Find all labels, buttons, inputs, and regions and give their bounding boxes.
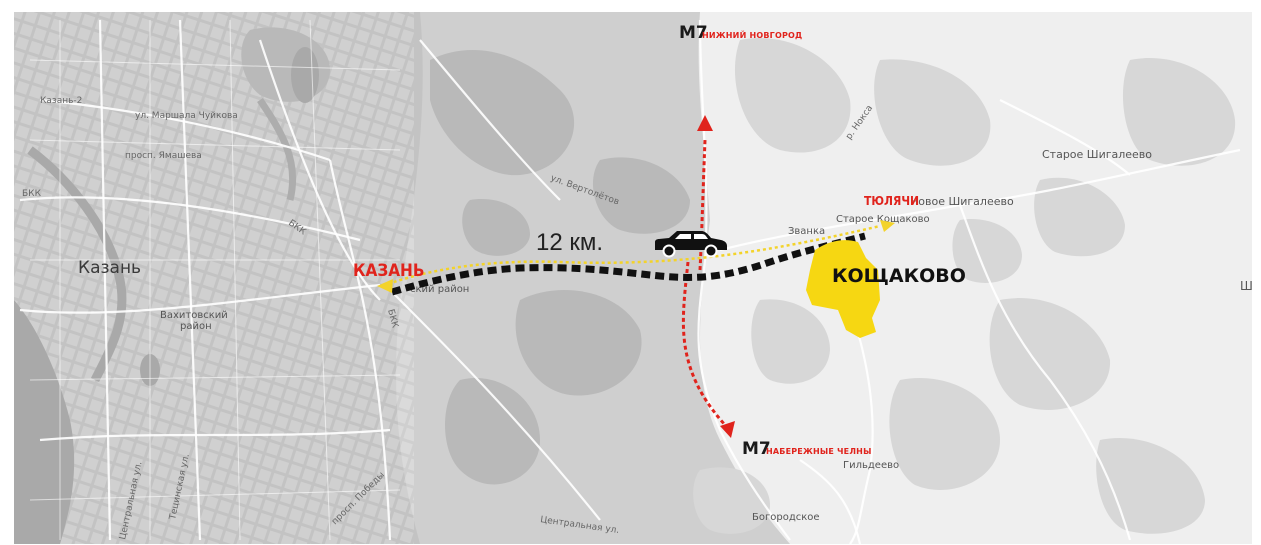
bogorodskoe-label: Богородское	[752, 512, 820, 523]
m7-south-code: M7	[742, 439, 771, 459]
highway-m7-route[interactable]	[681, 115, 735, 438]
zvanka-label: Званка	[788, 226, 825, 237]
gildeevo-label: Гильдеево	[843, 460, 899, 471]
route-yellow-dash	[387, 224, 881, 286]
route-east-arrow	[880, 220, 895, 232]
m7-north-arrow	[697, 115, 713, 131]
river-kazanka	[27, 146, 127, 383]
forest-patches	[241, 27, 690, 485]
car-icon	[655, 231, 727, 258]
m7-south-line	[681, 261, 727, 426]
bkk-label-3: БКК	[385, 308, 400, 329]
m7-north-direction: НИЖНИЙ НОВГОРОД	[702, 29, 802, 40]
base-map[interactable]	[14, 12, 1252, 544]
route-west-arrow	[377, 279, 393, 293]
rural-forest-patches	[693, 38, 1236, 534]
m7-south-direction: НАБЕРЕЖНЫЕ ЧЕЛНЫ	[766, 447, 872, 456]
m7-north-line	[698, 139, 707, 271]
koshchakovo-area[interactable]	[806, 240, 880, 338]
novoe-shigaleevo-label: Новое Шигалеево	[910, 195, 1014, 208]
direction-east-label: ТЮЛЯЧИ	[864, 194, 919, 208]
street-chuikova-label: ул. Маршала Чуйкова	[135, 111, 238, 121]
kazan-2-label: Казань-2	[40, 96, 82, 106]
staroe-shigaleevo-label: Старое Шигалеево	[1042, 148, 1152, 161]
main-route[interactable]	[377, 220, 895, 296]
staroe-koshchakovo-label: Старое Кощаково	[836, 214, 930, 225]
street-yamasheva-label: просп. Ямашева	[125, 151, 202, 161]
distance-label: 12 км.	[536, 229, 603, 256]
origin-city-marker: КАЗАНЬ	[353, 261, 425, 281]
kazan-city-label: Казань	[78, 258, 141, 278]
vakhitovsky-label: Вахитовский	[160, 310, 228, 321]
route-black-dash	[391, 232, 866, 296]
destination-village-label: КОЩАКОВО	[832, 265, 966, 287]
sovetsky-rayon-label: ский район	[410, 284, 469, 295]
edge-sh-label: Ш	[1240, 279, 1253, 293]
m7-south-arrow	[720, 421, 735, 438]
river-volga	[14, 300, 75, 544]
m7-north-code: M7	[679, 23, 708, 43]
rayon-label: район	[180, 321, 212, 332]
bkk-label-1: БКК	[22, 189, 42, 199]
